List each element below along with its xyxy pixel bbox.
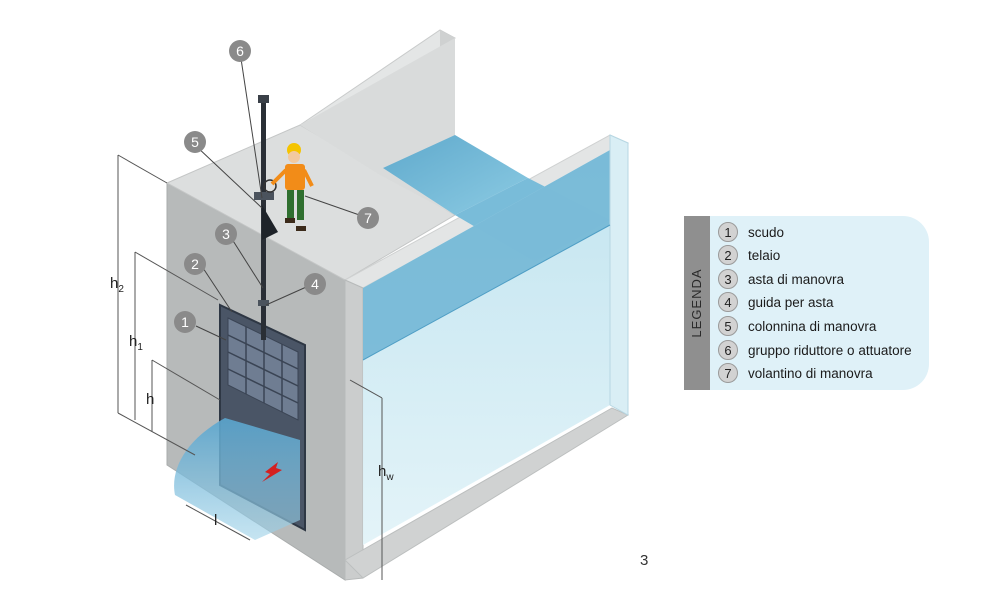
legend-item: 1 scudo [718, 221, 784, 243]
water-tank [362, 134, 629, 545]
legend-box: 1 scudo 2 telaio 3 asta di manovra 4 gui… [710, 216, 929, 390]
legend-item-number: 7 [718, 363, 738, 383]
legend-item-label: scudo [748, 224, 785, 240]
svg-text:6: 6 [236, 43, 244, 59]
svg-text:4: 4 [311, 276, 319, 292]
legend-item-number: 6 [718, 340, 738, 360]
legend-item-label: asta di manovra [748, 271, 845, 287]
page-marker: 3 [640, 552, 649, 569]
dim-h-label: h [146, 391, 154, 408]
callout-6: 6 [229, 40, 251, 62]
callout-1: 1 [174, 311, 196, 333]
dim-l-label: l [214, 512, 217, 529]
legend-item-label: volantino di manovra [748, 365, 873, 381]
callout-2: 2 [184, 253, 206, 275]
svg-text:2: 2 [191, 256, 199, 272]
legend-item: 5 colonnina di manovra [718, 315, 876, 337]
dimension-lines [117, 154, 383, 580]
flow-arrow-icon [262, 462, 282, 482]
legend-item-number: 5 [718, 316, 738, 336]
legend-item: 7 volantino di manovra [718, 362, 873, 384]
svg-text:5: 5 [191, 134, 199, 150]
operating-rod [254, 95, 278, 340]
callout-4: 4 [304, 273, 326, 295]
legend-item-number: 2 [718, 245, 738, 265]
legend-item-label: guida per asta [748, 294, 834, 310]
legend-item: 3 asta di manovra [718, 268, 844, 290]
legend-item-label: colonnina di manovra [748, 318, 877, 334]
dim-h1-label: h1 [129, 333, 143, 353]
callout-7: 7 [357, 207, 379, 229]
dim-hw-label: hw [378, 463, 394, 483]
outflow-water [174, 418, 300, 540]
legend-item-label: telaio [748, 247, 781, 263]
legend-item: 6 gruppo riduttore o attuatore [718, 339, 912, 361]
worker-figure [270, 143, 314, 231]
legend-item-number: 1 [718, 222, 738, 242]
legend-title: LEGENDA [689, 268, 704, 338]
legend-item: 4 guida per asta [718, 291, 834, 313]
callout-5: 5 [184, 131, 206, 153]
legend-band [684, 216, 710, 390]
legend-item-number: 3 [718, 269, 738, 289]
dim-h2-label: h2 [110, 275, 124, 295]
legend: LEGENDA 1 scudo 2 telaio 3 asta di manov… [684, 216, 929, 390]
svg-text:7: 7 [364, 210, 372, 226]
svg-text:3: 3 [222, 226, 230, 242]
svg-text:1: 1 [181, 314, 189, 330]
callout-3: 3 [215, 223, 237, 245]
handwheel-icon [263, 179, 277, 193]
callout-leaders [195, 51, 369, 341]
legend-item-number: 4 [718, 292, 738, 312]
legend-item: 2 telaio [718, 244, 780, 266]
legend-item-label: gruppo riduttore o attuatore [748, 342, 912, 358]
